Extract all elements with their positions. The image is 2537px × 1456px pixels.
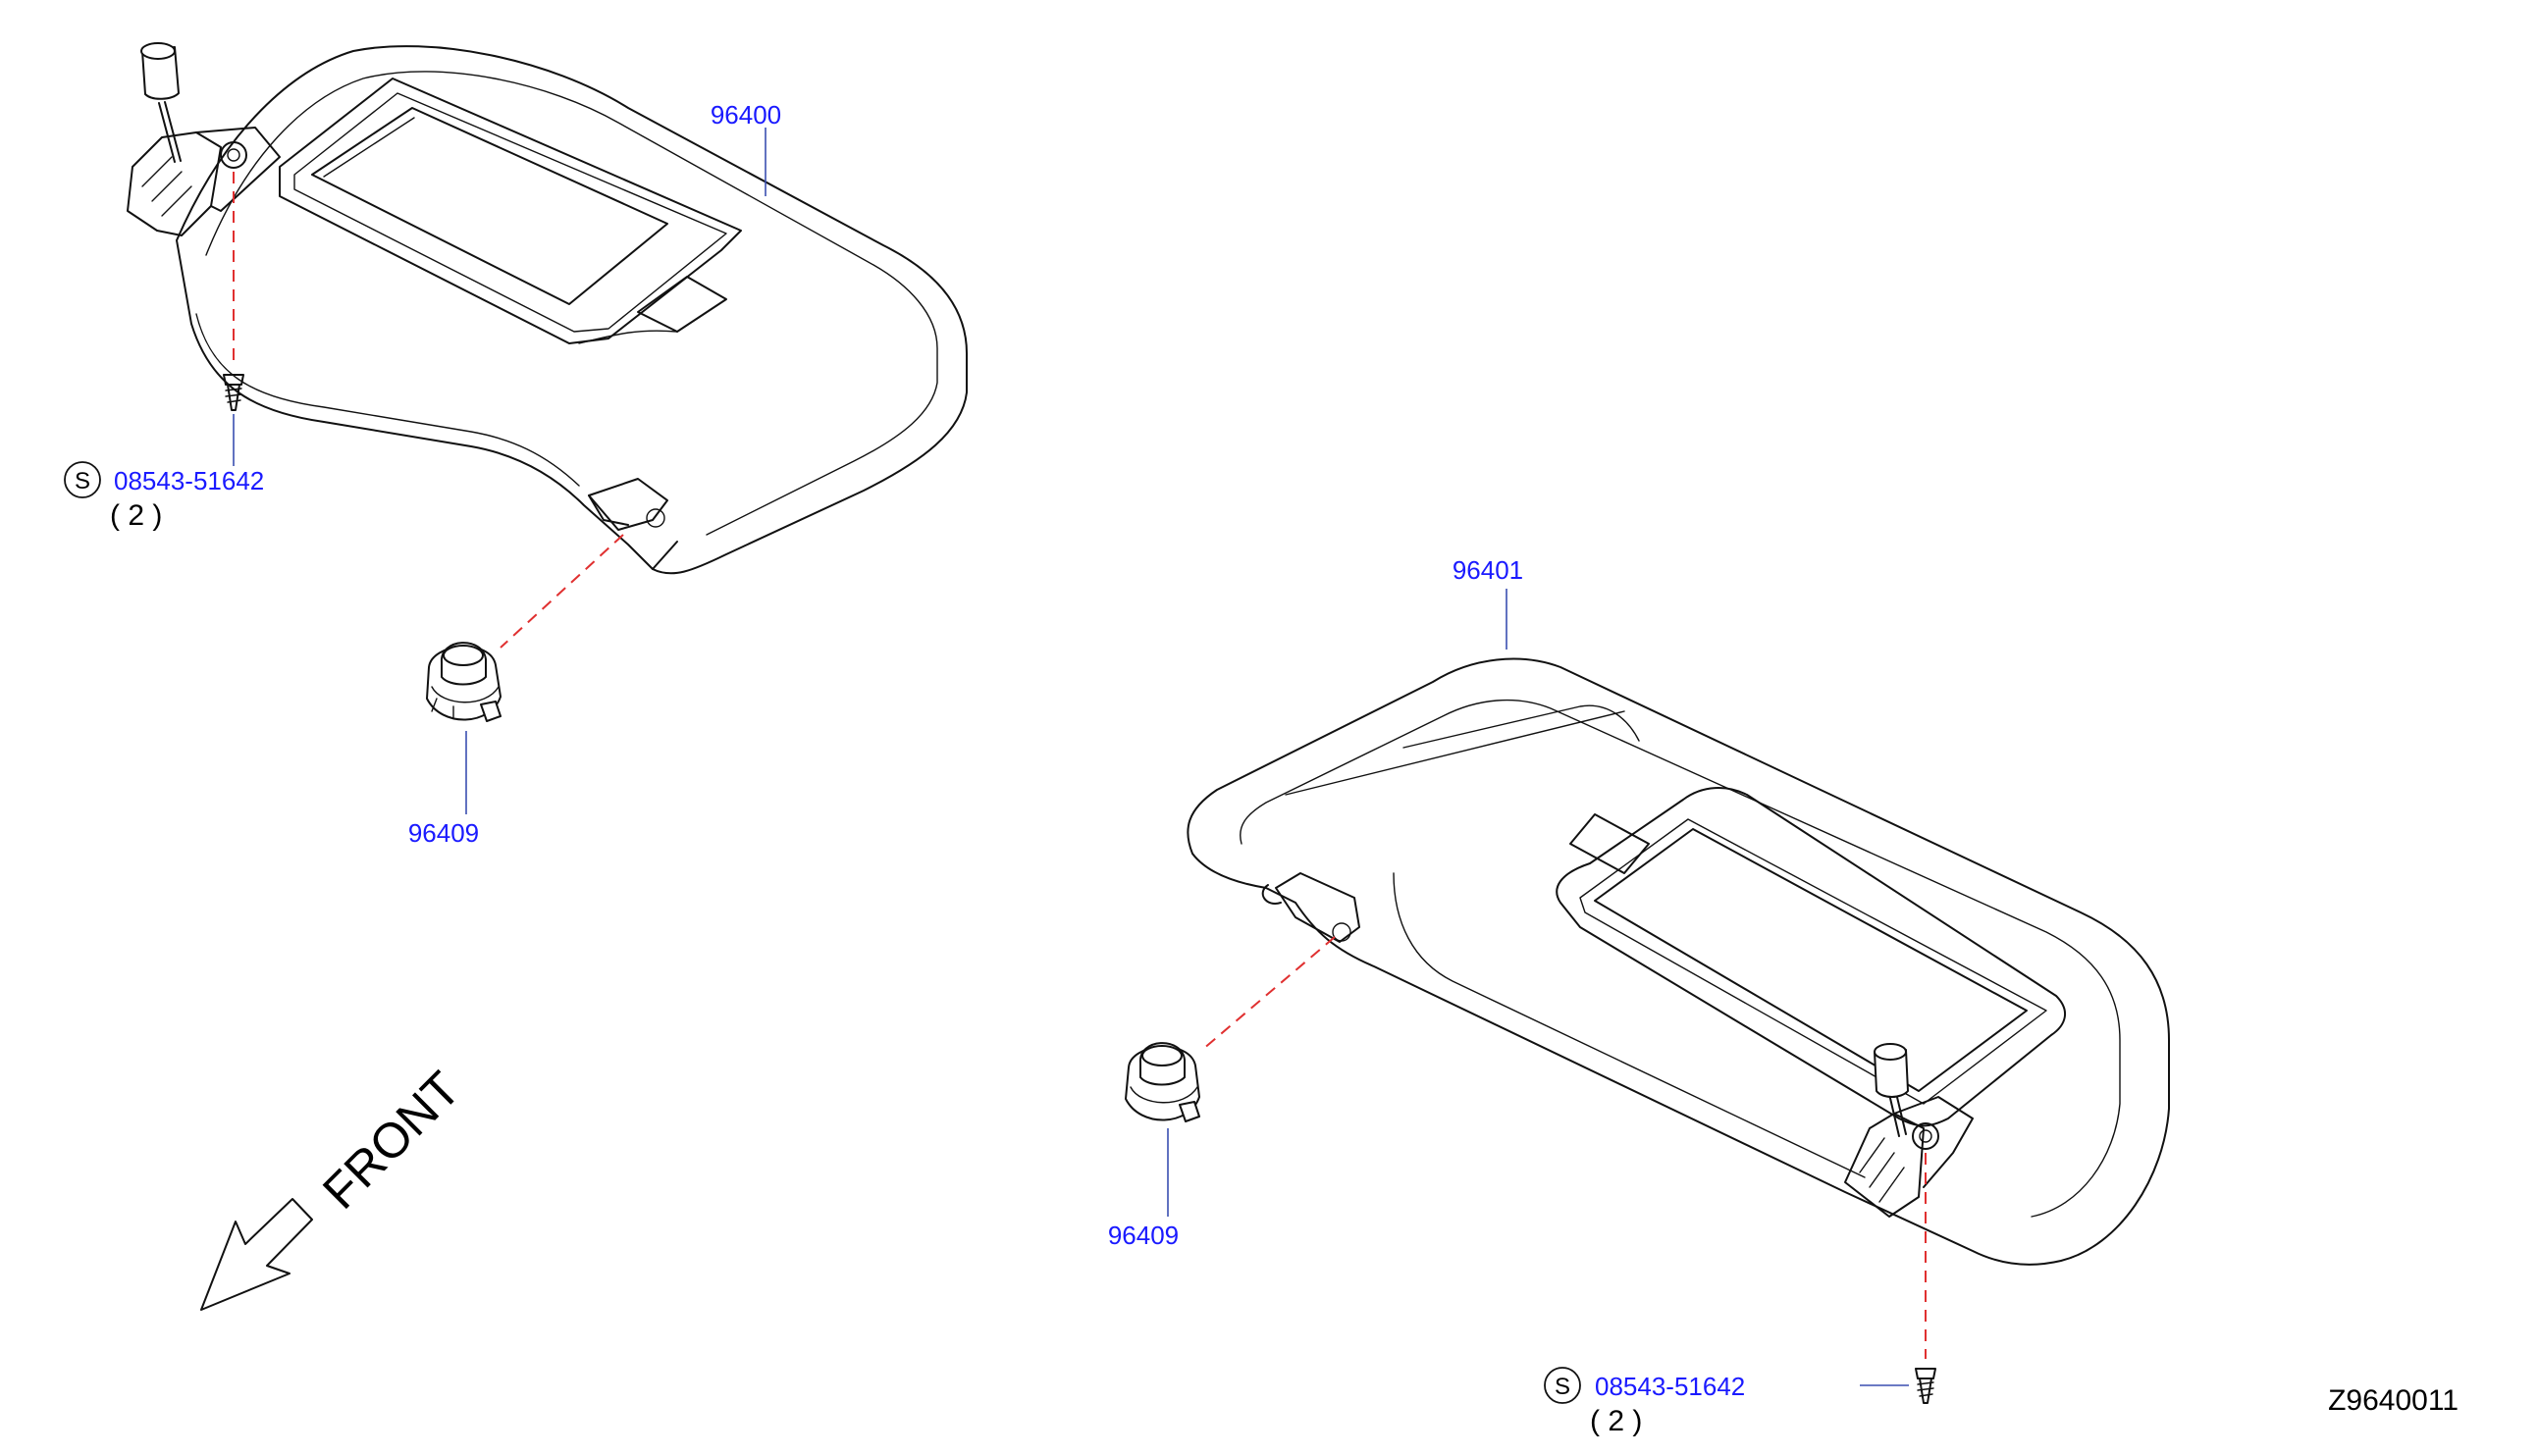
std-part-symbol-left: S (64, 461, 101, 498)
front-label: FRONT (312, 1061, 470, 1219)
part-label-visor-right[interactable]: 96401 (1453, 555, 1523, 585)
std-part-symbol-right: S (1544, 1367, 1581, 1404)
screw-right[interactable] (1915, 1368, 1936, 1404)
part-label-holder-left[interactable]: 96409 (408, 818, 479, 848)
assembly-line-holder-right (1201, 936, 1336, 1051)
assembly-line-holder-left (500, 534, 624, 649)
sun-visor-right[interactable] (1187, 657, 2170, 1266)
part-label-visor-left[interactable]: 96400 (711, 100, 781, 130)
svg-text:S: S (1555, 1374, 1570, 1400)
visor-holder-right[interactable] (1125, 1042, 1200, 1122)
svg-text:S: S (75, 468, 90, 494)
drawing-code: Z9640011 (2328, 1384, 2458, 1417)
screw-left[interactable] (223, 374, 244, 411)
part-label-screw-left[interactable]: 08543-51642 (114, 466, 264, 495)
quantity-screw-left: ( 2 ) (110, 499, 162, 532)
front-direction-arrow (200, 1198, 313, 1311)
sun-visor-left[interactable] (127, 42, 968, 575)
visor-holder-left[interactable] (426, 642, 502, 722)
part-label-screw-right[interactable]: 08543-51642 (1595, 1372, 1745, 1401)
part-label-holder-right[interactable]: 96409 (1108, 1221, 1179, 1250)
quantity-screw-right: ( 2 ) (1590, 1405, 1642, 1437)
